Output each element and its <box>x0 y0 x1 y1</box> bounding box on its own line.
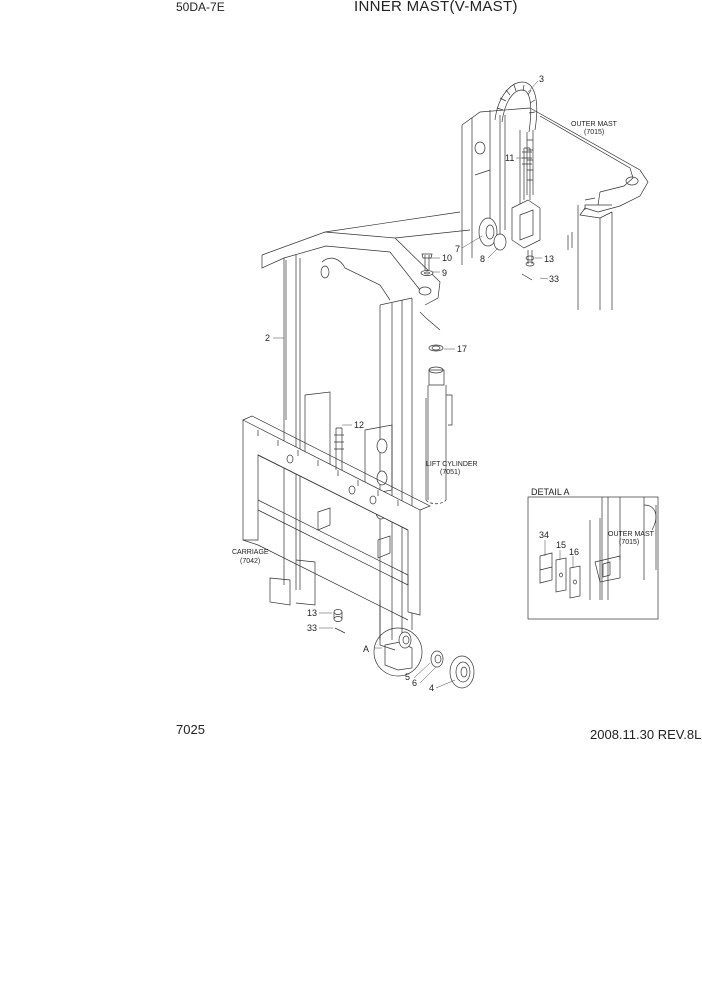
callout-33-upper: 33 <box>549 274 559 284</box>
callout-15: 15 <box>556 540 566 550</box>
callout-34: 34 <box>539 530 549 540</box>
outer-mast-drawing <box>461 107 649 310</box>
detail-a-marker: A <box>363 644 369 654</box>
callout-8: 8 <box>480 254 485 264</box>
callout-16: 16 <box>569 547 579 557</box>
leader-lines <box>273 80 574 689</box>
detail-a-inset <box>527 496 659 620</box>
callout-33-lower: 33 <box>307 623 317 633</box>
callout-11: 11 <box>505 153 514 163</box>
callout-2: 2 <box>265 333 270 343</box>
carriage-drawing <box>242 415 431 621</box>
lift-cylinder-drawing <box>419 311 453 505</box>
inner-mast-drawing <box>261 211 471 651</box>
outer-mast-label: OUTER MAST <box>571 121 618 128</box>
callout-13-upper: 13 <box>544 254 554 264</box>
carriage-code: (7042) <box>240 558 260 565</box>
carriage-label: CARRIAGE <box>232 549 269 556</box>
lift-cylinder-label: LIFT CYLINDER <box>426 461 478 468</box>
lift-cylinder-code: (7051) <box>440 469 460 476</box>
callout-3: 3 <box>539 74 544 84</box>
callout-13-lower: 13 <box>307 608 317 618</box>
callout-9: 9 <box>442 268 447 278</box>
callout-6: 6 <box>412 678 417 688</box>
callout-10: 10 <box>442 253 452 263</box>
callout-7: 7 <box>455 244 460 254</box>
detail-outer-mast-label: OUTER MAST <box>608 531 655 538</box>
callout-17: 17 <box>457 344 467 354</box>
callout-12: 12 <box>354 420 364 430</box>
page-title: INNER MAST(V-MAST) <box>354 0 518 15</box>
model-code: 50DA-7E <box>176 0 225 14</box>
detail-outer-mast-code: (7015) <box>619 539 639 546</box>
lift-chain <box>494 81 538 195</box>
revision-date: 2008.11.30 REV.8L <box>590 727 702 742</box>
outer-mast-code: (7015) <box>584 129 604 136</box>
callout-4: 4 <box>429 683 434 693</box>
detail-a-title: DETAIL A <box>531 487 570 497</box>
page-number: 7025 <box>176 722 205 737</box>
callout-5: 5 <box>405 672 410 682</box>
